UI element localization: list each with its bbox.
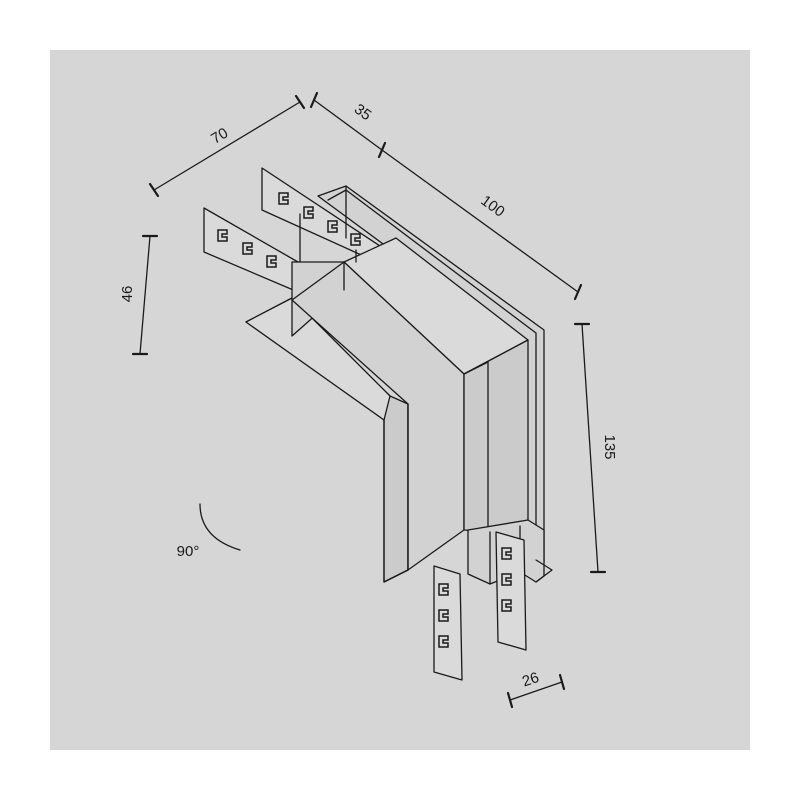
technical-drawing: 70 35 100 46 135 26 90° [50, 50, 750, 750]
angle-label: 90° [177, 543, 200, 560]
angle-indicator: 90° [177, 503, 241, 560]
dimension-35: 35 [309, 91, 387, 159]
contact-slots-bottom-left [438, 583, 449, 648]
bottom-left-connector-strip [433, 565, 463, 681]
dimension-135-label: 135 [601, 434, 618, 459]
dimension-26-label: 26 [520, 669, 541, 690]
drawing-canvas: 70 35 100 46 135 26 90° [50, 50, 750, 750]
contact-slots-bottom-right [501, 547, 512, 612]
bottom-right-connector-strip [495, 531, 527, 651]
dimension-46-label: 46 [119, 286, 136, 303]
dimension-26: 26 [506, 669, 566, 709]
dimension-135: 135 [573, 322, 618, 574]
dimension-46: 46 [119, 234, 159, 356]
dimension-70-label: 70 [208, 125, 231, 148]
dimension-35-label: 35 [351, 101, 374, 125]
contact-slots-back [278, 192, 361, 246]
dimension-70: 70 [148, 94, 306, 198]
contact-slots-front [217, 229, 277, 268]
corner-body [245, 237, 529, 583]
